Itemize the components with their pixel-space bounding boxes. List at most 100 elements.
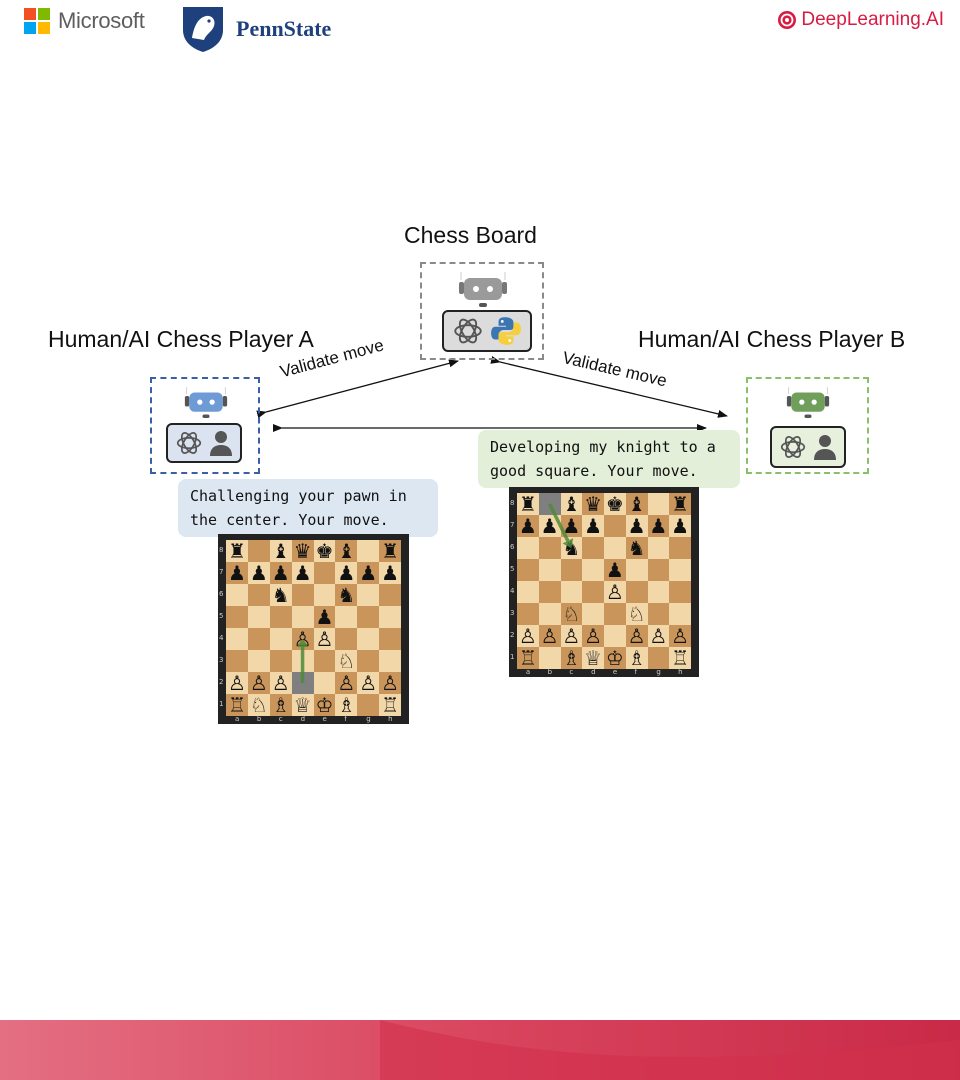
black-bishop-icon: ♝ — [271, 539, 290, 563]
square-a6: 6 — [219, 584, 248, 606]
square-d2: ♙ — [582, 625, 604, 647]
player-b-agent — [746, 377, 869, 474]
white-bishop-icon: ♗ — [562, 646, 581, 670]
black-pawn-icon: ♟ — [359, 561, 378, 585]
file-label: a — [234, 715, 240, 723]
square-b8 — [538, 493, 561, 515]
black-pawn-icon: ♟ — [227, 561, 246, 585]
square-g8 — [647, 493, 670, 515]
microsoft-grid-icon — [24, 8, 50, 34]
square-e8: ♚ — [604, 493, 626, 515]
black-pawn-icon: ♟ — [540, 514, 559, 538]
square-f1: ♗f — [335, 693, 358, 723]
player-b-speech-bubble: Developing my knight to a good square. Y… — [478, 430, 740, 488]
square-a2: ♙2 — [510, 624, 539, 648]
robot-icon — [459, 272, 507, 307]
rank-label: 8 — [510, 499, 515, 507]
black-rook-icon: ♜ — [381, 539, 400, 563]
black-rook-icon: ♜ — [227, 539, 246, 563]
arrow-a-to-board — [256, 359, 459, 419]
square-c1: ♗c — [269, 693, 292, 723]
file-label: d — [300, 715, 306, 723]
rank-label: 2 — [510, 631, 515, 639]
player-a-title: Human/AI Chess Player A — [48, 326, 314, 352]
file-label: a — [525, 668, 531, 676]
square-e6 — [313, 584, 336, 606]
player-a-speech-bubble: Challenging your pawn in the center. You… — [178, 479, 438, 537]
white-pawn-icon: ♙ — [671, 624, 690, 648]
white-pawn-icon: ♙ — [518, 624, 537, 648]
square-g6 — [647, 537, 670, 559]
square-e2 — [604, 625, 626, 647]
person-icon — [210, 431, 232, 456]
square-b5 — [247, 606, 270, 628]
square-a4: 4 — [510, 581, 539, 603]
black-pawn-icon: ♟ — [584, 514, 603, 538]
black-pawn-icon: ♟ — [671, 514, 690, 538]
square-c7: ♟ — [269, 561, 292, 585]
black-bishop-icon: ♝ — [337, 539, 356, 563]
white-bishop-icon: ♗ — [337, 693, 356, 717]
square-c2: ♙ — [560, 624, 583, 648]
square-f7: ♟ — [625, 515, 648, 537]
rank-label: 7 — [510, 521, 515, 529]
square-c2: ♙ — [269, 671, 292, 695]
rank-label: 2 — [219, 678, 224, 686]
bubble-b-line-1: Developing my knight to a — [490, 438, 716, 456]
white-bishop-icon: ♗ — [627, 646, 646, 670]
robot-icon — [184, 387, 228, 418]
square-f4 — [625, 581, 648, 603]
file-label: d — [591, 668, 596, 676]
pennstate-wordmark: PennState — [236, 16, 332, 41]
white-pawn-icon: ♙ — [627, 624, 646, 648]
white-knight-icon: ♘ — [249, 693, 268, 717]
white-pawn-icon: ♙ — [605, 580, 624, 604]
black-pawn-icon: ♟ — [518, 514, 537, 538]
white-king-icon: ♔ — [315, 693, 334, 717]
black-knight-icon: ♞ — [337, 583, 356, 607]
footer-wave-band — [0, 1020, 960, 1080]
square-b4 — [538, 581, 561, 603]
move-arrow-head — [296, 639, 309, 647]
square-a3: 3 — [219, 650, 248, 672]
square-d7: ♟ — [291, 561, 314, 585]
file-label: g — [366, 715, 371, 723]
black-pawn-icon: ♟ — [271, 561, 290, 585]
square-e6 — [604, 537, 626, 559]
square-d1: ♕d — [291, 694, 314, 723]
black-king-icon: ♚ — [605, 492, 624, 516]
square-c5 — [269, 606, 292, 628]
bubble-a-line-1: Challenging your pawn in — [190, 487, 407, 505]
arrow-board-to-b — [490, 356, 728, 418]
square-a7: ♟7 — [219, 561, 248, 585]
square-b6 — [538, 537, 561, 559]
white-pawn-icon: ♙ — [271, 671, 290, 695]
white-pawn-icon: ♙ — [562, 624, 581, 648]
black-queen-icon: ♛ — [584, 492, 603, 516]
square-e8: ♚ — [313, 540, 336, 562]
square-a6: 6 — [510, 537, 539, 559]
square-d6 — [582, 537, 604, 559]
black-bishop-icon: ♝ — [562, 492, 581, 516]
square-e3 — [313, 650, 336, 672]
square-f2: ♙ — [335, 672, 358, 694]
black-pawn-icon: ♟ — [293, 561, 312, 585]
square-h5 — [379, 606, 401, 628]
square-h3 — [379, 650, 401, 672]
file-label: c — [278, 715, 283, 723]
square-d6 — [291, 584, 314, 606]
player-b-title: Human/AI Chess Player B — [638, 326, 906, 352]
white-pawn-icon: ♙ — [249, 671, 268, 695]
square-e4: ♙ — [313, 627, 336, 651]
white-king-icon: ♔ — [605, 646, 624, 670]
white-bishop-icon: ♗ — [271, 693, 290, 717]
square-b2: ♙ — [538, 625, 561, 647]
square-h5 — [669, 559, 691, 581]
white-pawn-icon: ♙ — [315, 627, 334, 651]
square-d3 — [582, 603, 604, 625]
square-h8: ♜ — [669, 493, 691, 515]
square-a2: ♙2 — [219, 672, 248, 694]
file-label: g — [656, 668, 661, 676]
